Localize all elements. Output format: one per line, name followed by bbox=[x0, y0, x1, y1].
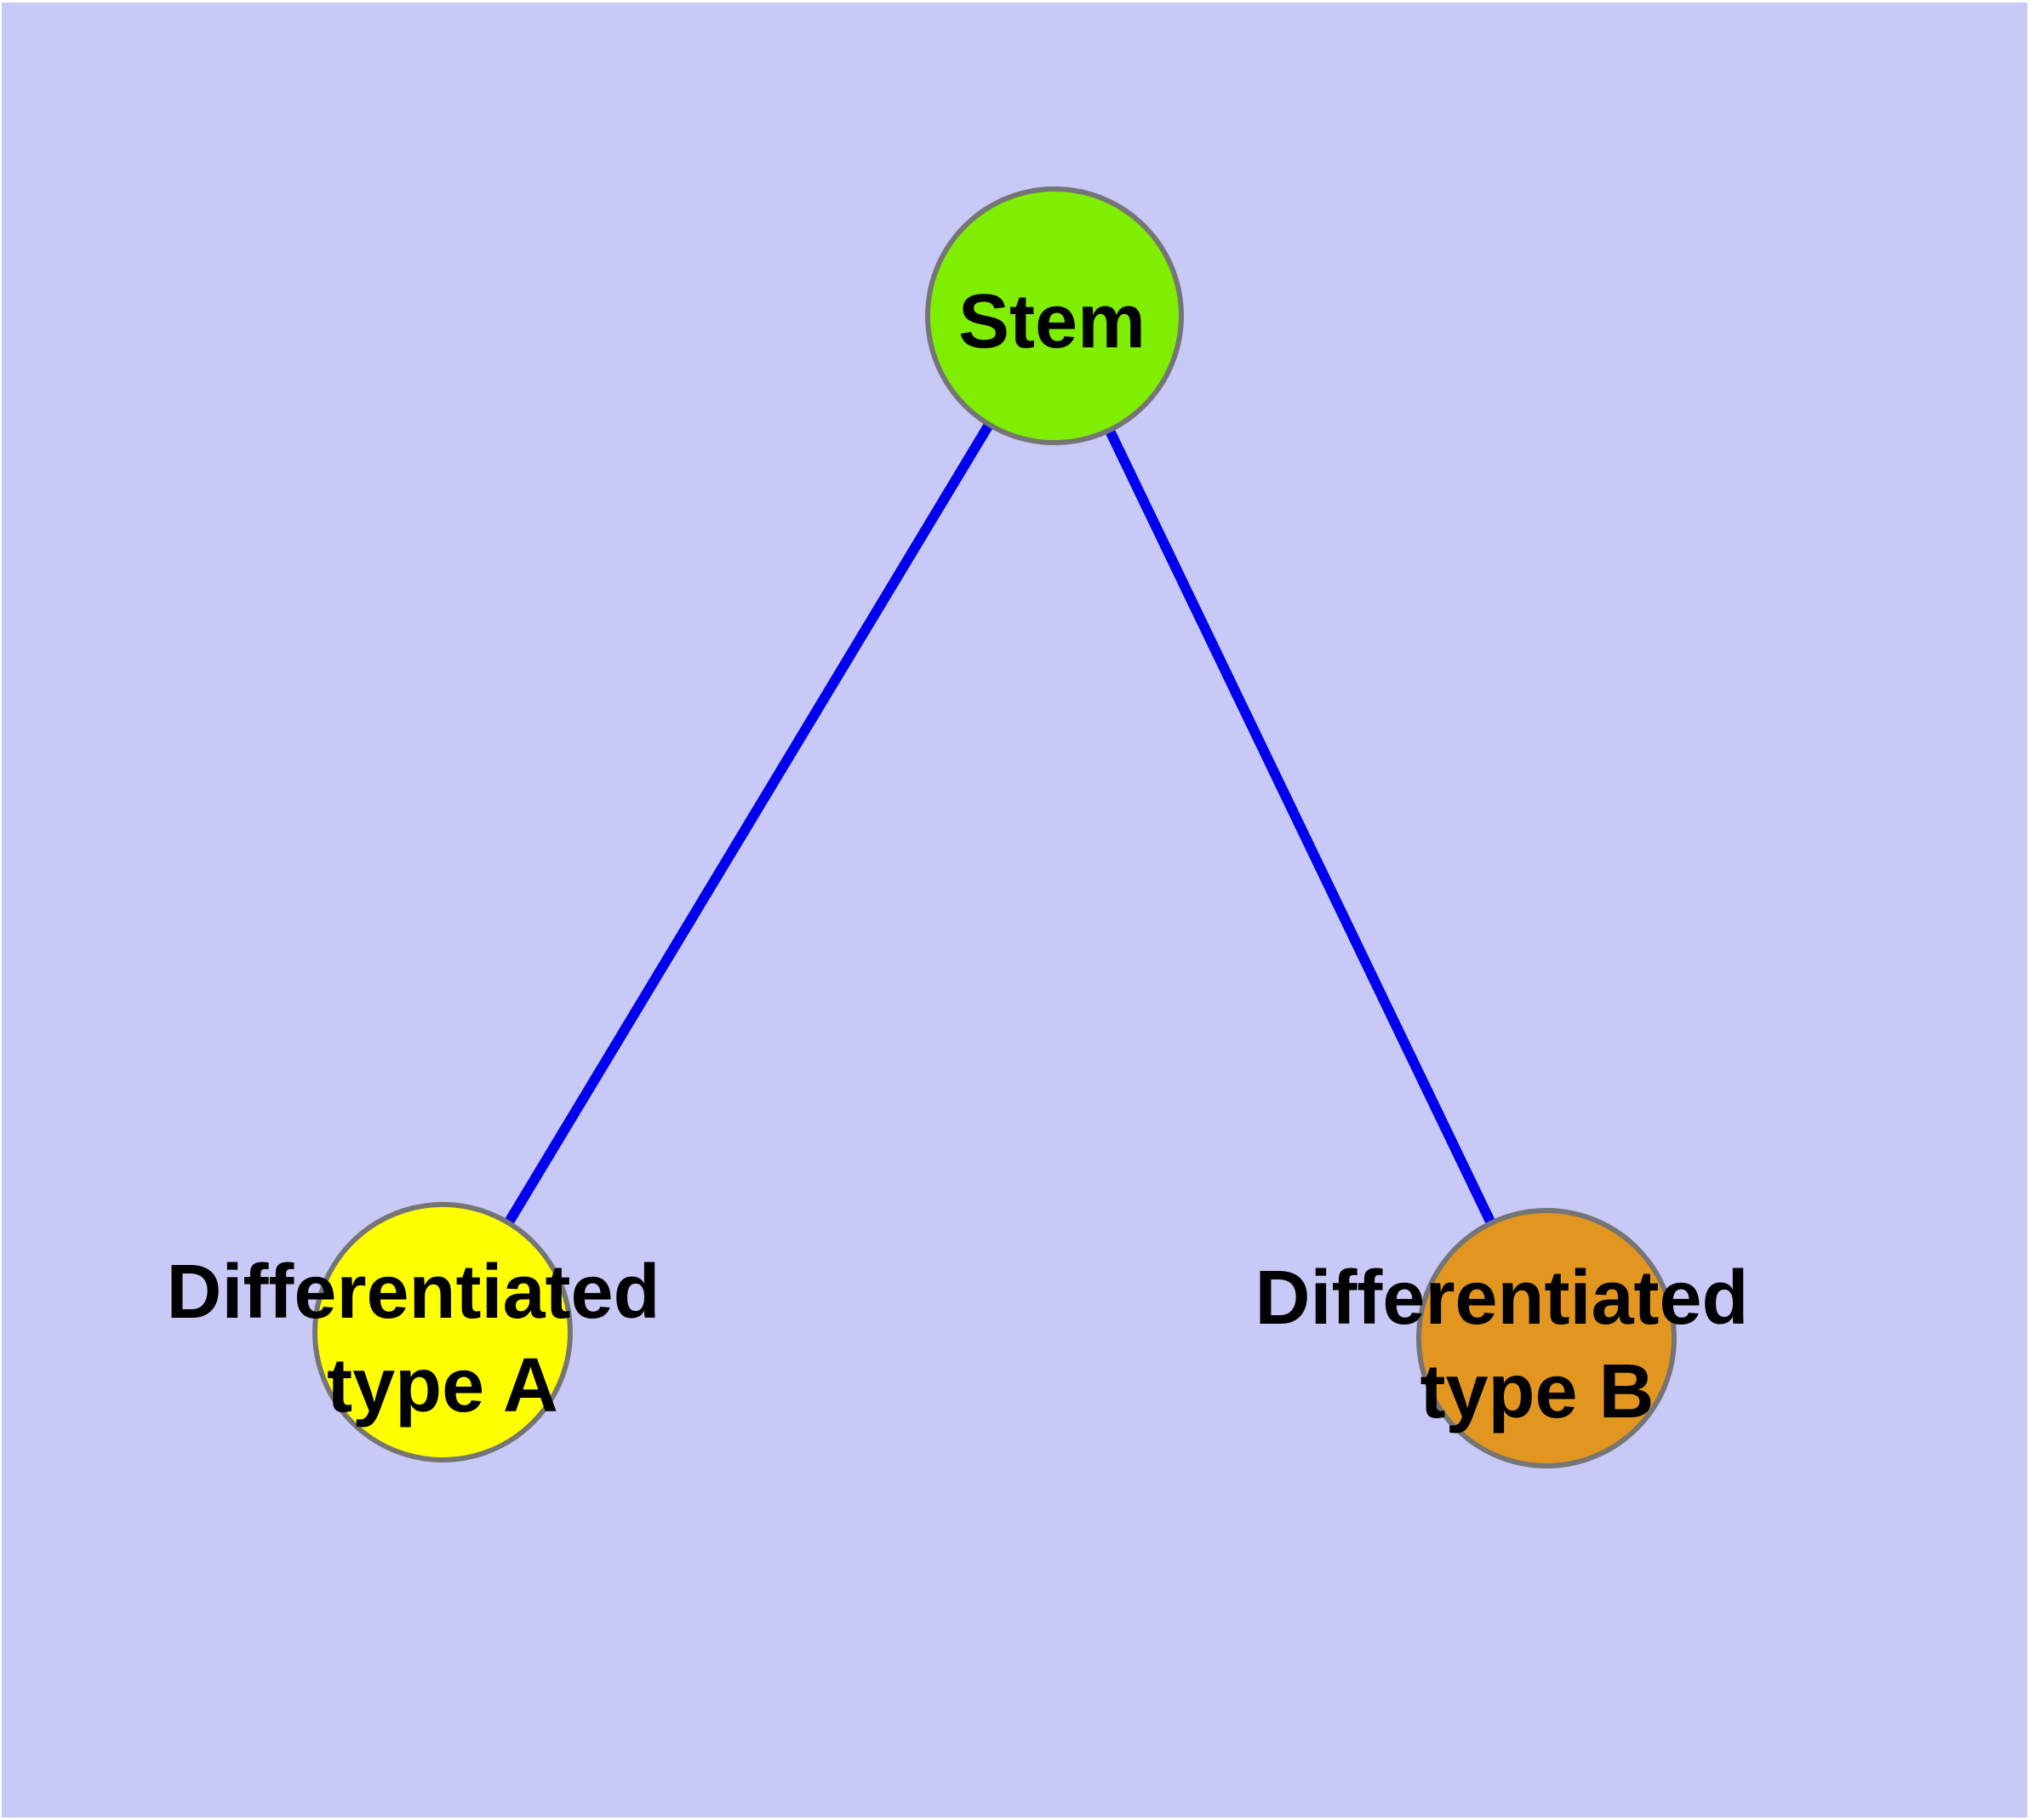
node-differentiated-type-a: Differentiated type A bbox=[166, 1202, 681, 1462]
stem-node-label-line-1: Stem bbox=[958, 279, 1146, 364]
type-a-node-label: Differentiated type A bbox=[166, 1250, 681, 1428]
node-differentiated-type-b: Differentiated type B bbox=[1255, 1208, 1769, 1468]
node-stem: Stem bbox=[925, 186, 1184, 445]
stem-node-circle bbox=[925, 186, 1184, 445]
edge-stem-to-type-b bbox=[1049, 313, 1552, 1341]
edge-stem-to-type-a bbox=[437, 312, 1060, 1336]
type-b-node-label-line-1: Differentiated bbox=[1255, 1256, 1748, 1341]
stem-node-label: Stem bbox=[958, 279, 1146, 364]
type-b-node-label-line-2: type B bbox=[1420, 1349, 1654, 1434]
type-a-node-label-line-1: Differentiated bbox=[166, 1250, 660, 1335]
type-a-node-label-line-2: type A bbox=[327, 1343, 558, 1428]
type-b-node-circle bbox=[1416, 1208, 1677, 1468]
type-b-node-label: Differentiated type B bbox=[1255, 1256, 1769, 1434]
type-a-node-circle bbox=[312, 1202, 573, 1462]
